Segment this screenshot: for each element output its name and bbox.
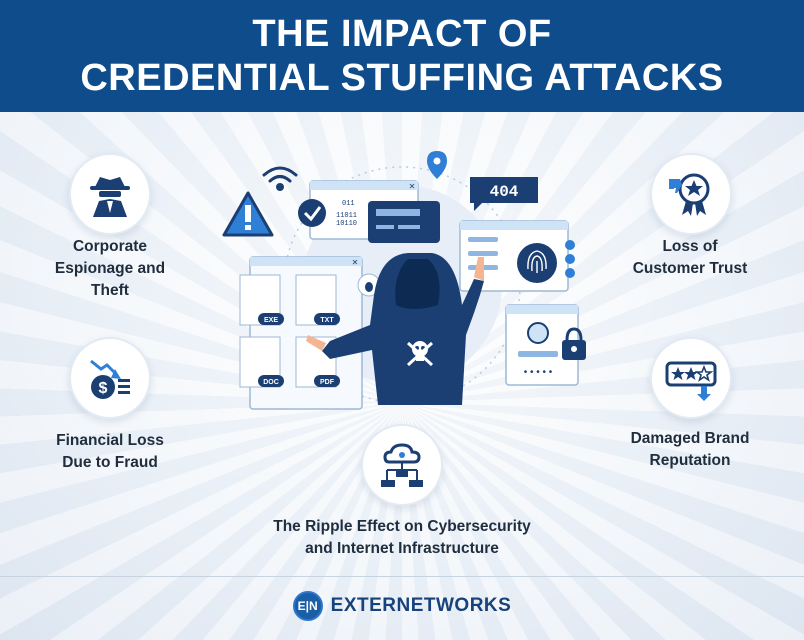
credit-card-icon bbox=[368, 201, 440, 243]
hacker-illustration: 404 ✕ 011 11011 10110 bbox=[222, 151, 586, 410]
svg-text:✕: ✕ bbox=[409, 182, 416, 191]
error-404-box: 404 bbox=[470, 177, 538, 211]
svg-text:TXT: TXT bbox=[320, 317, 334, 324]
dollar-down-icon: $ bbox=[90, 359, 130, 399]
financial-label: Financial Loss Due to Fraud bbox=[56, 432, 164, 471]
trust-label: Loss of Customer Trust bbox=[632, 238, 748, 277]
svg-text:PDF: PDF bbox=[320, 379, 335, 386]
ripple-label: The Ripple Effect on Cybersecurity and I… bbox=[273, 518, 531, 557]
espionage-icon-circle bbox=[69, 153, 151, 235]
svg-text:✕: ✕ bbox=[352, 258, 359, 267]
brand-name: EXTERNETWORKS bbox=[330, 595, 512, 616]
svg-text:EXE: EXE bbox=[264, 317, 278, 324]
cloud-network-icon bbox=[381, 443, 423, 487]
hacker-figure bbox=[306, 253, 484, 405]
thumbs-down-badge-icon bbox=[669, 173, 710, 216]
brand-icon-circle bbox=[650, 337, 732, 419]
espionage-label: Corporate Espionage and Theft bbox=[54, 238, 166, 299]
financial-icon-circle: $ bbox=[69, 337, 151, 419]
footer-brand: E|N EXTERNETWORKS bbox=[0, 572, 804, 640]
trust-icon-circle bbox=[650, 153, 732, 235]
page-title-line-2: CREDENTIAL STUFFING ATTACKS bbox=[80, 57, 724, 99]
footer-divider bbox=[0, 576, 804, 577]
svg-text:$: $ bbox=[99, 380, 108, 397]
location-pin-icon bbox=[427, 151, 447, 179]
brand-label: Damaged Brand Reputation bbox=[630, 430, 750, 469]
warning-icon bbox=[222, 191, 274, 237]
svg-text:011: 011 bbox=[342, 200, 355, 208]
star-rating-down-icon bbox=[665, 361, 717, 401]
page-title-line-1: THE IMPACT OF bbox=[252, 13, 552, 55]
skull-icon bbox=[406, 341, 434, 367]
externetworks-logo-icon: E|N bbox=[292, 591, 323, 621]
fingerprint-panel bbox=[459, 220, 575, 292]
ripple-icon-circle bbox=[361, 424, 443, 506]
svg-text:DOC: DOC bbox=[263, 379, 279, 386]
svg-text:11011: 11011 bbox=[336, 212, 357, 220]
header-banner: THE IMPACT OF CREDENTIAL STUFFING ATTACK… bbox=[0, 0, 804, 112]
svg-text:• • • • •: • • • • • bbox=[524, 367, 553, 378]
svg-text:10110: 10110 bbox=[336, 220, 357, 228]
error-code: 404 bbox=[490, 183, 519, 201]
files-window: ✕ EXE TXT DOC PDF bbox=[239, 256, 363, 410]
wifi-icon bbox=[262, 166, 298, 191]
login-panel: • • • • • bbox=[505, 304, 586, 386]
spy-icon bbox=[90, 177, 130, 217]
